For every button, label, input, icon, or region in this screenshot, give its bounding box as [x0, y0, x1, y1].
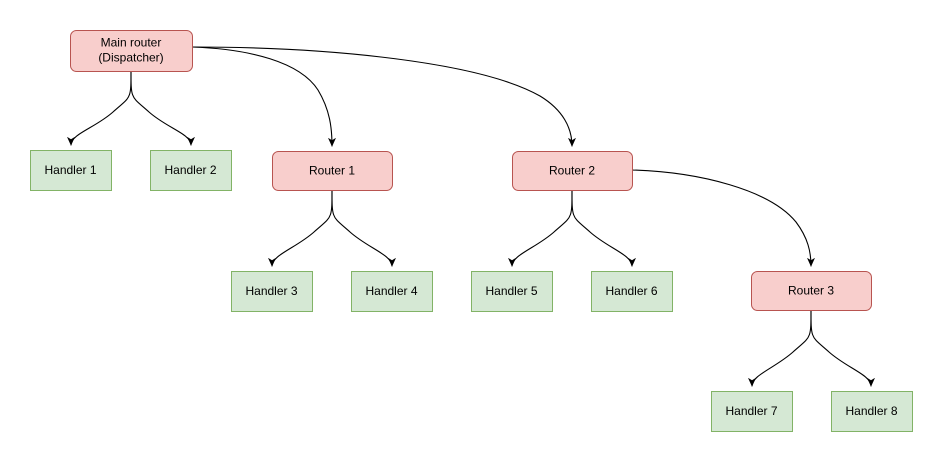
node-label-router-3: Router 3	[788, 284, 834, 298]
node-handler-3[interactable]: Handler 3	[231, 271, 313, 312]
node-handler-6[interactable]: Handler 6	[591, 271, 673, 312]
node-handler-5[interactable]: Handler 5	[471, 271, 553, 312]
node-label-handler-2: Handler 2	[164, 163, 216, 177]
edge-main-router-to-handler-1	[67, 70, 132, 146]
node-label-handler-7: Handler 7	[725, 404, 777, 418]
node-label-router-2: Router 2	[549, 164, 595, 178]
node-box-handler-6[interactable]	[591, 271, 673, 312]
edge-main-router-to-router-1	[191, 46, 336, 147]
node-label-handler-1: Handler 1	[44, 163, 96, 177]
node-box-handler-1[interactable]	[30, 150, 112, 191]
node-label-handler-5: Handler 5	[485, 284, 537, 298]
edge-router-3-to-handler-8	[810, 309, 875, 387]
node-label-handler-6: Handler 6	[605, 284, 657, 298]
node-handler-2[interactable]: Handler 2	[150, 150, 232, 191]
node-box-handler-3[interactable]	[231, 271, 313, 312]
node-handler-7[interactable]: Handler 7	[711, 391, 793, 432]
edge-main-router-to-handler-2	[130, 70, 195, 146]
edges-layer	[67, 46, 875, 387]
node-main-router[interactable]: Main router(Dispatcher)	[70, 30, 193, 72]
node-box-handler-8[interactable]	[831, 391, 913, 432]
node-box-handler-4[interactable]	[351, 271, 433, 312]
edge-router-3-to-handler-7	[748, 309, 812, 387]
node-label-router-1: Router 1	[309, 164, 355, 178]
node-label-handler-3: Handler 3	[245, 284, 297, 298]
edge-router-2-to-handler-5	[508, 189, 573, 267]
node-box-handler-7[interactable]	[711, 391, 793, 432]
node-box-router-2[interactable]	[512, 151, 633, 191]
node-router-1[interactable]: Router 1	[272, 151, 393, 191]
nodes-layer: Main router(Dispatcher) Handler 1 Handler …	[30, 30, 913, 432]
node-handler-8[interactable]: Handler 8	[831, 391, 913, 432]
node-label-handler-8: Handler 8	[845, 404, 897, 418]
node-handler-1[interactable]: Handler 1	[30, 150, 112, 191]
node-box-main-router[interactable]	[70, 30, 193, 72]
edge-router-2-to-router-3	[631, 169, 815, 267]
node-label-handler-4: Handler 4	[365, 284, 417, 298]
edge-router-1-to-handler-4	[331, 189, 396, 267]
edge-router-1-to-handler-3	[268, 189, 333, 267]
node-label-main-router: Main router(Dispatcher)	[98, 36, 163, 65]
edge-main-router-to-router-2	[191, 46, 576, 147]
node-box-handler-2[interactable]	[150, 150, 232, 191]
node-box-handler-5[interactable]	[471, 271, 553, 312]
node-handler-4[interactable]: Handler 4	[351, 271, 433, 312]
node-router-3[interactable]: Router 3	[751, 271, 872, 311]
node-box-router-3[interactable]	[751, 271, 872, 311]
node-box-router-1[interactable]	[272, 151, 393, 191]
node-router-2[interactable]: Router 2	[512, 151, 633, 191]
edge-router-2-to-handler-6	[571, 189, 636, 267]
